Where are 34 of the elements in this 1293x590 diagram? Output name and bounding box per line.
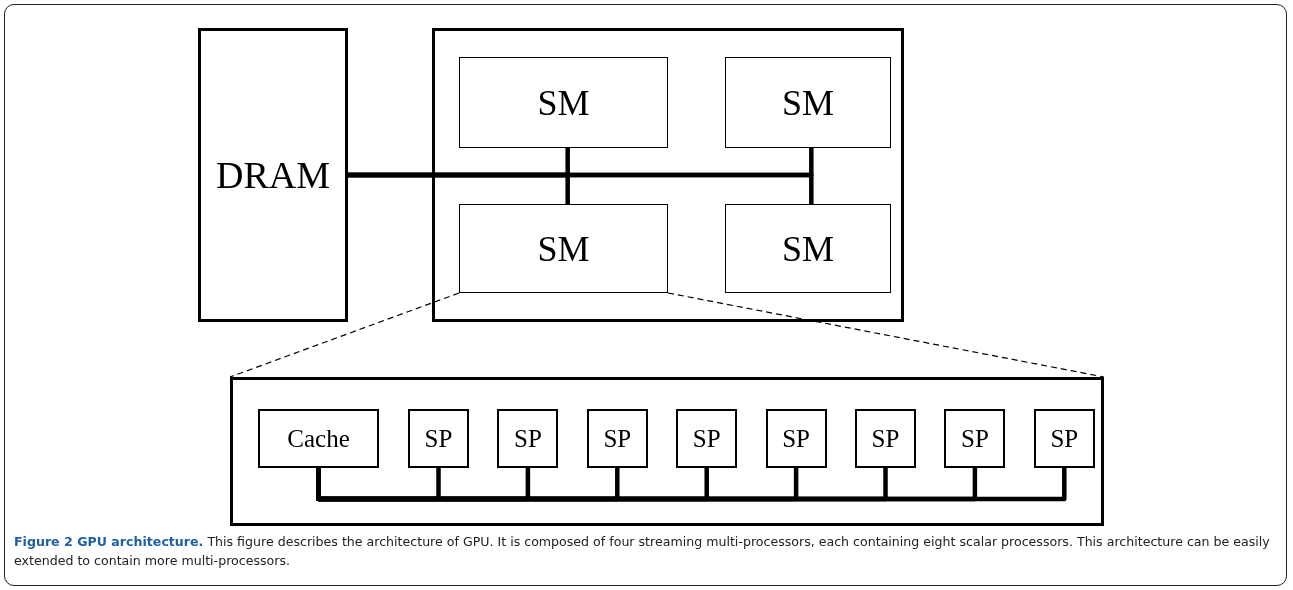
node-label: SP <box>692 424 721 453</box>
processor-box <box>459 57 668 148</box>
processor-box <box>258 409 379 468</box>
processor-box <box>497 409 559 468</box>
node-label: SM <box>782 227 834 270</box>
processor-box <box>855 409 916 468</box>
processor-box <box>676 409 738 468</box>
processor-box <box>765 409 827 468</box>
node-label: SP <box>424 424 453 453</box>
zoom-line <box>667 292 1105 378</box>
bus-line <box>348 172 814 204</box>
node-label: SM <box>537 81 590 124</box>
processor-box <box>1033 409 1095 468</box>
node-label: SP <box>782 424 810 453</box>
node-label: SM <box>782 81 834 124</box>
processor-box <box>586 409 648 468</box>
node-label: SP <box>871 424 900 453</box>
container-box <box>432 28 904 322</box>
node-label: SP <box>1050 424 1079 453</box>
processor-box <box>459 204 668 293</box>
node-label: SM <box>537 227 590 270</box>
processor-box <box>725 57 891 148</box>
node-label: DRAM <box>216 153 330 197</box>
zoom-line <box>229 292 460 378</box>
processor-box <box>725 204 891 293</box>
processor-box <box>944 409 1006 468</box>
node-label: SP <box>514 424 542 453</box>
figure-caption: Figure 2 GPU architecture. This figure describes the architecture of GPU. It is composed of four streaming multi-processors, each containing eight scalar processors. This architecture can be easily extended to contain more multi-processors. <box>14 533 1271 570</box>
memory-box <box>198 28 348 322</box>
node-label: Cache <box>287 424 350 453</box>
container-box <box>230 377 1104 526</box>
processor-box <box>408 409 469 468</box>
node-label: SP <box>961 424 989 453</box>
node-label: SP <box>603 424 632 453</box>
